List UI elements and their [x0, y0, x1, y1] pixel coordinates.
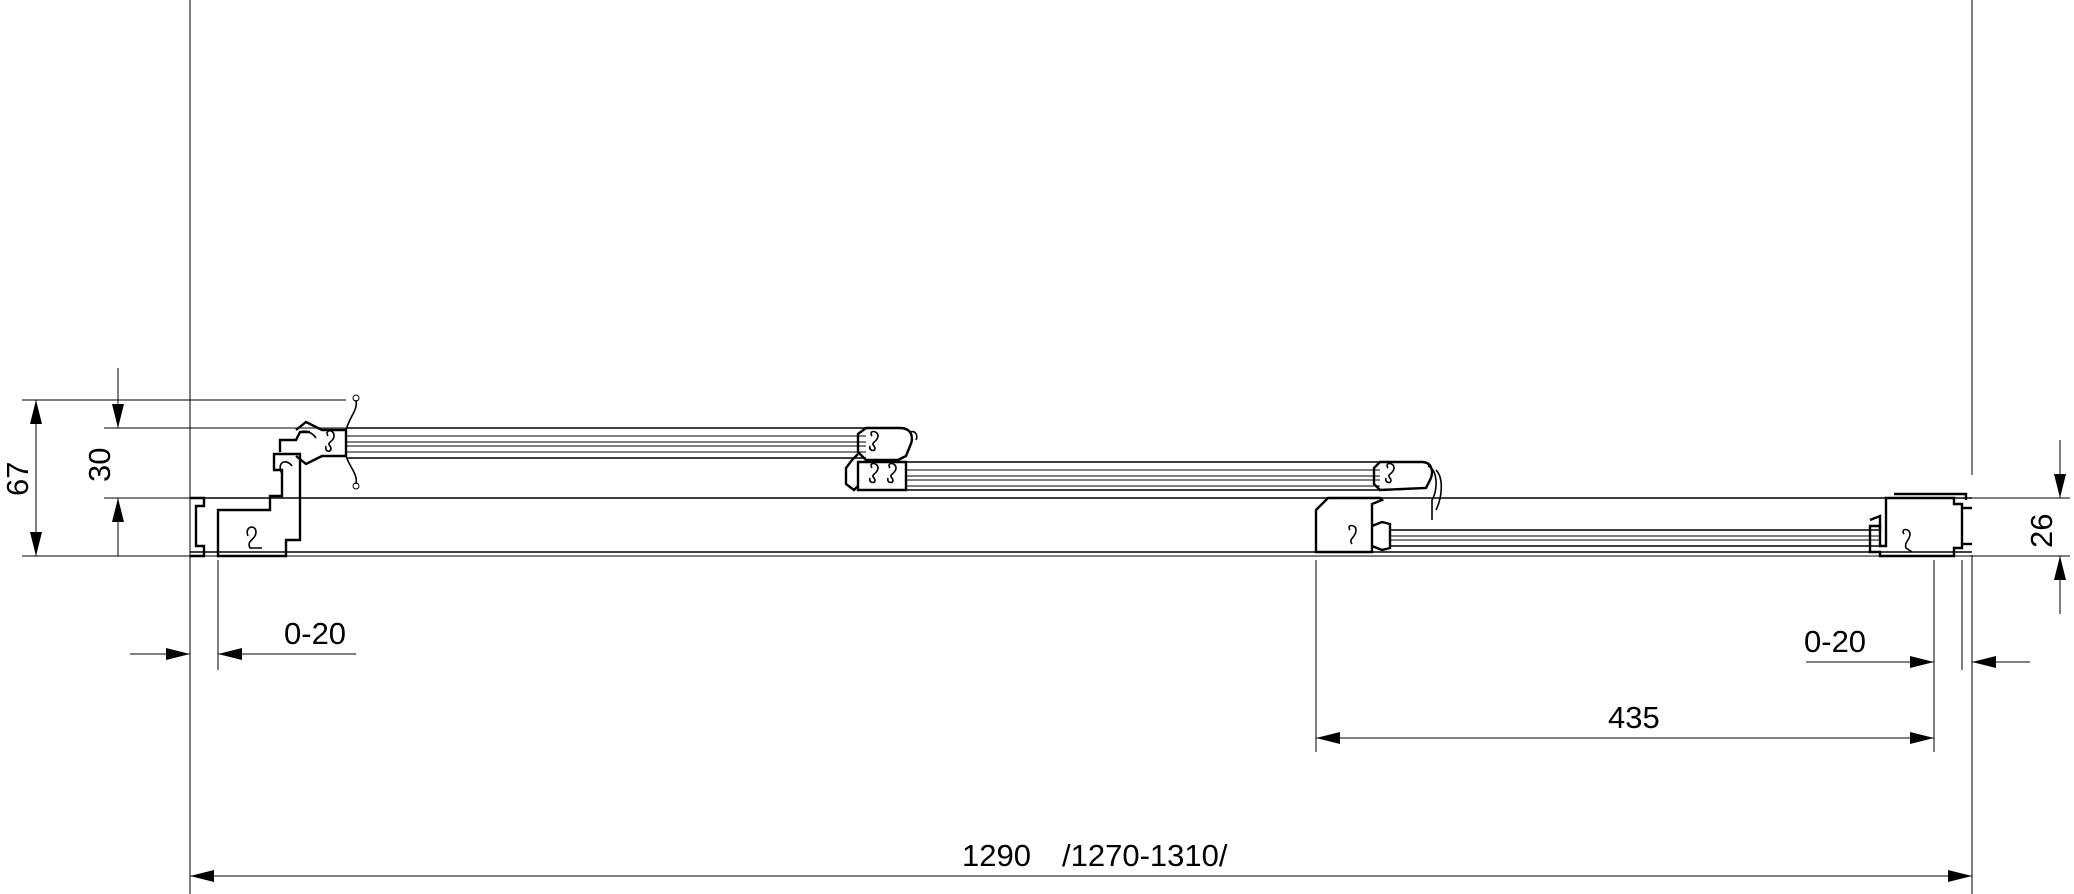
dimension-total-depth: 67 [0, 399, 346, 557]
total-depth-label: 67 [0, 462, 35, 496]
dimension-upper-depth: 30 [82, 368, 346, 556]
overall-width-label: 1290 [962, 838, 1031, 873]
dimension-left-tolerance: 0-20 [130, 560, 356, 670]
wall-lines [189, 0, 1973, 894]
middle-glass-panel [844, 453, 1443, 520]
upper-depth-label: 30 [82, 448, 117, 482]
lower-door-panel [1314, 496, 1880, 554]
right-depth-label: 26 [2024, 514, 2059, 548]
dimension-right-tolerance: 0-20 [1804, 560, 2030, 670]
bottom-track-profile [190, 497, 1972, 557]
left-tolerance-label: 0-20 [284, 616, 346, 651]
left-wall-profile [190, 430, 317, 558]
right-wall-profile [1868, 492, 1972, 558]
dimension-door-width: 435 [1315, 560, 1935, 752]
overall-range-label: /1270-1310/ [1062, 838, 1228, 873]
dimension-overall-width: 1290 /1270-1310/ [190, 838, 1972, 882]
upper-glass-panel [295, 394, 918, 490]
right-tolerance-label: 0-20 [1804, 624, 1866, 659]
door-width-label: 435 [1608, 700, 1660, 735]
dimension-right-depth: 26 [1972, 440, 2070, 614]
